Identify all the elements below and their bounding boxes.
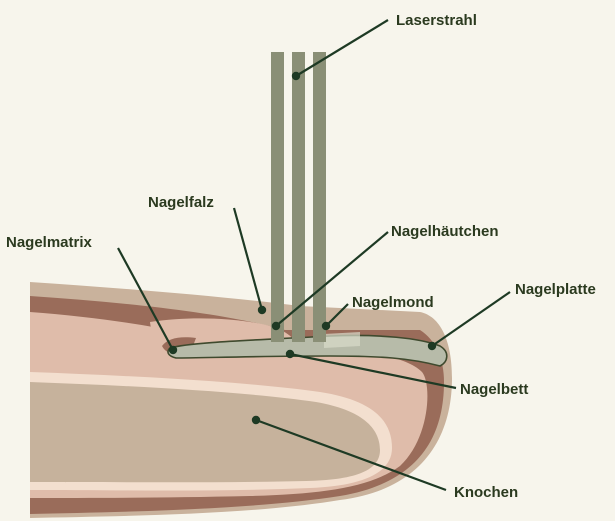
dot-knochen (252, 416, 260, 424)
leader-nagelplatte (432, 292, 510, 346)
label-nagelmond: Nagelmond (352, 294, 434, 311)
label-knochen: Knochen (454, 484, 518, 501)
lunula (324, 332, 360, 348)
dot-nagelhaeutchen (272, 322, 280, 330)
leader-nagelfalz (234, 208, 262, 310)
dot-nagelmond (322, 322, 330, 330)
leader-laserstrahl (296, 20, 388, 76)
laser-beam-left (271, 52, 284, 342)
label-nagelplatte: Nagelplatte (515, 281, 596, 298)
label-nagelbett: Nagelbett (460, 381, 528, 398)
dot-nagelplatte (428, 342, 436, 350)
dot-nagelbett (286, 350, 294, 358)
dot-nagelfalz (258, 306, 266, 314)
laser-beam-right (313, 52, 326, 342)
label-laserstrahl: Laserstrahl (396, 12, 477, 29)
label-nagelfalz: Nagelfalz (148, 194, 214, 211)
label-nagelhaeutchen: Nagelhäutchen (391, 223, 499, 240)
dot-nagelmatrix (169, 346, 177, 354)
laser-beam-center (292, 52, 305, 342)
label-nagelmatrix: Nagelmatrix (6, 234, 93, 251)
dot-laserstrahl (292, 72, 300, 80)
